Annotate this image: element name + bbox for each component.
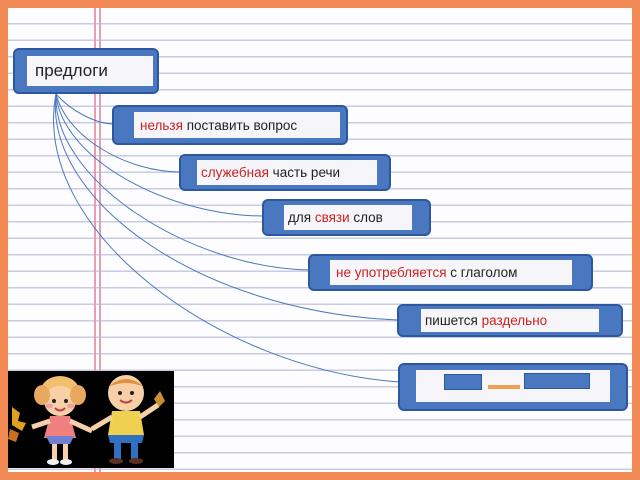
concept-panel-4: не употребляется с глаголом: [330, 260, 572, 285]
word-slot-left: [444, 374, 482, 390]
concept-box-6: [398, 363, 628, 411]
concept-box-4: не употребляется с глаголом: [308, 254, 593, 291]
concept-box-3: для связи слов: [262, 199, 431, 236]
concept-text-1-a: нельзя: [140, 117, 183, 133]
concept-panel-3: для связи слов: [284, 205, 412, 230]
concept-box-5: пишется раздельно: [397, 304, 623, 337]
concept-text-5-a: пишется: [425, 313, 482, 328]
concept-text-4-a: не употребляется: [336, 265, 447, 280]
concept-panel-5: пишется раздельно: [421, 309, 599, 332]
concept-text-4-b: с глаголом: [446, 265, 518, 280]
children-icon: [8, 371, 174, 468]
concept-text-3-a: для: [288, 210, 315, 225]
word-slot-right: [524, 373, 590, 389]
concept-text-2-a: служебная: [201, 165, 269, 180]
concept-panel-1: нельзя поставить вопрос: [134, 112, 340, 138]
root-box: предлоги: [13, 48, 159, 94]
concept-text-3-c: слов: [349, 210, 383, 225]
concept-panel-2: служебная часть речи: [197, 160, 377, 185]
concept-text-1-b: поставить вопрос: [182, 117, 298, 133]
concept-text-2-b: часть речи: [268, 165, 341, 180]
hyphen-dash: [488, 385, 520, 389]
children-illustration: [8, 371, 174, 468]
concept-box-1: нельзя поставить вопрос: [112, 105, 348, 145]
concept-text-5-b: раздельно: [481, 313, 548, 328]
root-label: предлоги: [35, 61, 108, 80]
concept-text-3-b: связи: [314, 210, 350, 225]
concept-box-2: служебная часть речи: [179, 154, 391, 191]
root-label-panel: предлоги: [27, 56, 153, 86]
